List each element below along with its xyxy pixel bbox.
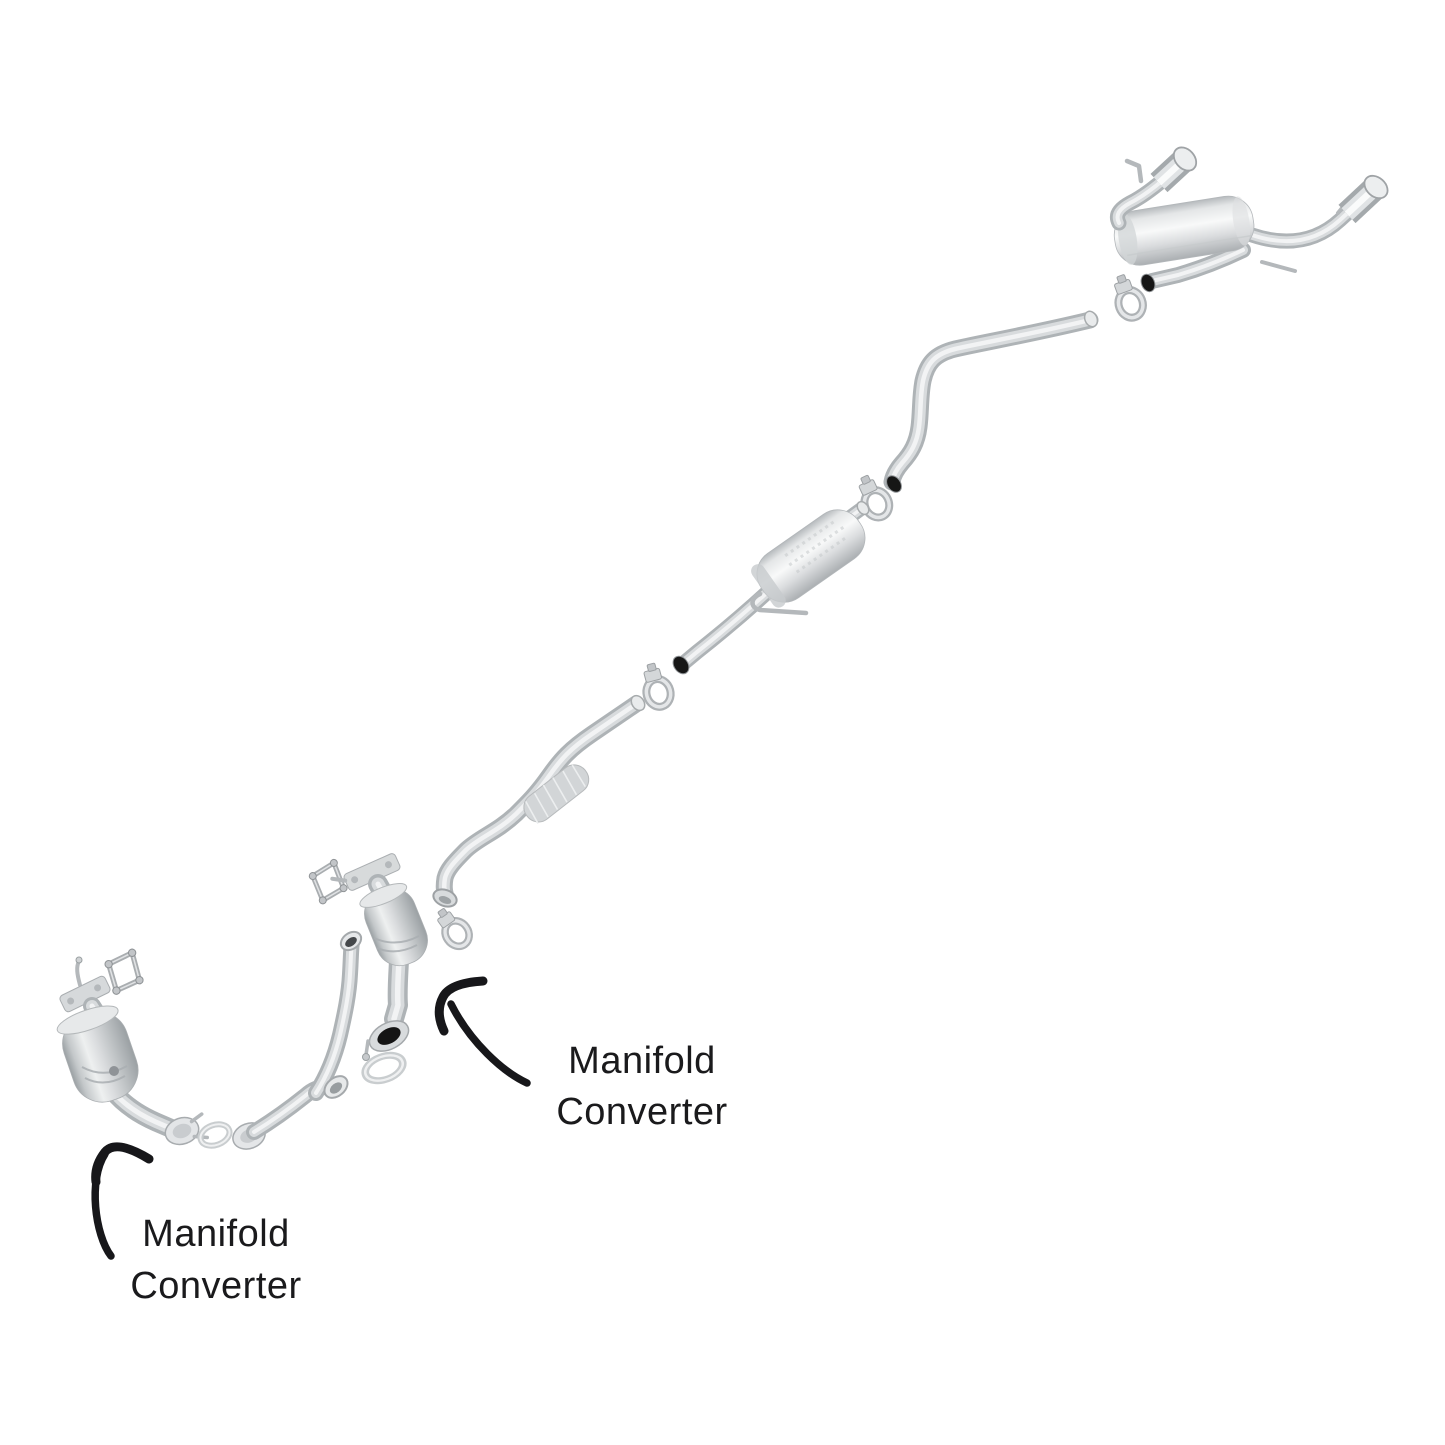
hanger-rod [75,959,82,987]
label-line: Converter [556,1091,727,1133]
pipe-end [630,694,646,712]
pipe-opening [886,475,902,493]
flex-front-pipe [432,694,646,908]
tailpipe-tip-right [1338,171,1392,214]
inlet-flange [330,853,401,891]
tailpipe-tip-left [1159,143,1201,183]
manifold-converter-left [56,941,232,1149]
sensor-bung [109,1066,119,1076]
label-line: Manifold [142,1213,290,1255]
rear-inlet-pipe [1152,250,1297,281]
annotation-arrow-right [434,976,531,1087]
outlet-flange [368,1020,410,1052]
hanger-rod [1260,260,1297,273]
stamped-branding [784,518,847,574]
converter-body [359,883,428,967]
hanger-rod [750,591,809,616]
oval-gasket-left [197,1120,232,1149]
label-line: Converter [130,1265,301,1307]
label-manifold-converter-right: Manifold Converter [556,1040,727,1133]
label-line: Manifold [568,1040,716,1082]
outlet-flange [164,1112,209,1146]
weld-ridges [373,935,420,953]
intermediate-z-pipe [884,310,1100,493]
band-clamp-front [431,904,474,951]
label-manifold-converter-left: Manifold Converter [130,1213,301,1307]
manifold-converter-right [302,851,428,1085]
resonator [672,500,870,675]
rear-muffler-assembly [1111,143,1392,293]
pipe-opening [1140,273,1156,293]
flex-braid-section [523,764,590,824]
y-pipe [232,930,363,1150]
weld-ridges [81,1065,128,1084]
flange-stud [364,1039,370,1057]
converter-body [56,1005,139,1103]
resonator-body [751,509,866,608]
tailpipe-left [1117,158,1170,223]
annotation-arrow-left [91,1142,154,1260]
pipe-end [1083,310,1099,328]
pipe-opening [672,655,690,675]
hanger-hook [1124,158,1144,184]
